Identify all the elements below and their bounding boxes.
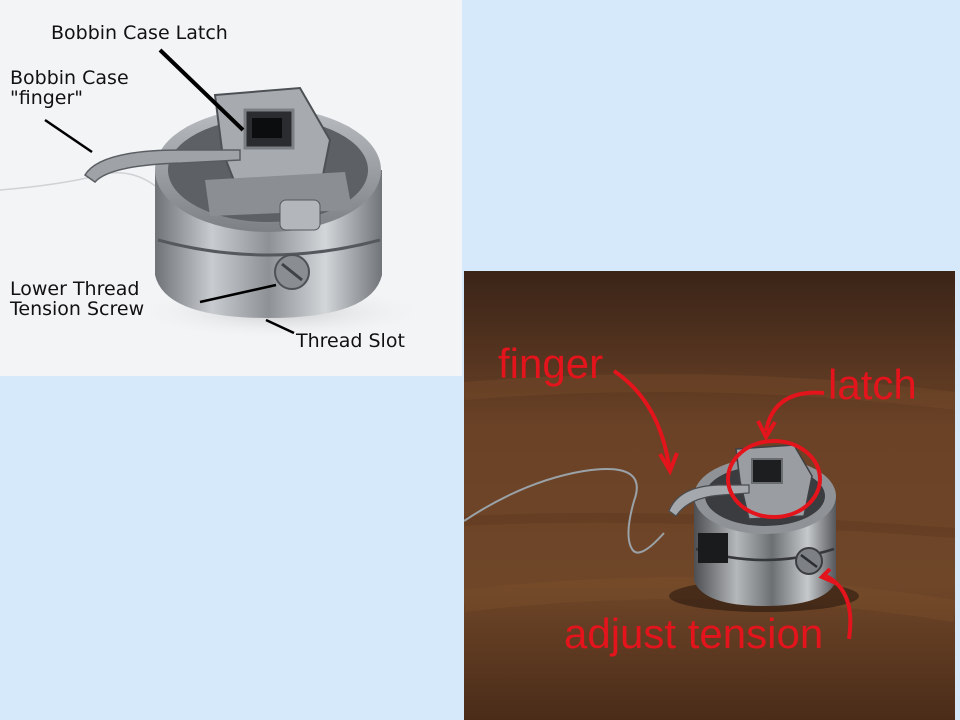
lower-thread-tension-screw-label: Lower Thread Tension Screw — [10, 278, 145, 320]
bobbin-case-diagram-photo: Bobbin Case Latch Bobbin Case "finger" L… — [0, 0, 462, 376]
bobbin-case-latch-label: Bobbin Case Latch — [51, 22, 228, 44]
finger-annotation: finger — [498, 340, 604, 387]
bobbin-case-finger-label: Bobbin Case "finger" — [10, 67, 129, 109]
bobbin-case-table-image — [464, 271, 955, 720]
bobbin-case-image — [0, 0, 462, 376]
thread-slot-label: Thread Slot — [296, 330, 405, 352]
adjust-tension-annotation: adjust tension — [564, 610, 824, 657]
latch-annotation: latch — [828, 361, 917, 408]
bobbin-case-table-photo: finger latch adjust tension — [464, 271, 955, 720]
